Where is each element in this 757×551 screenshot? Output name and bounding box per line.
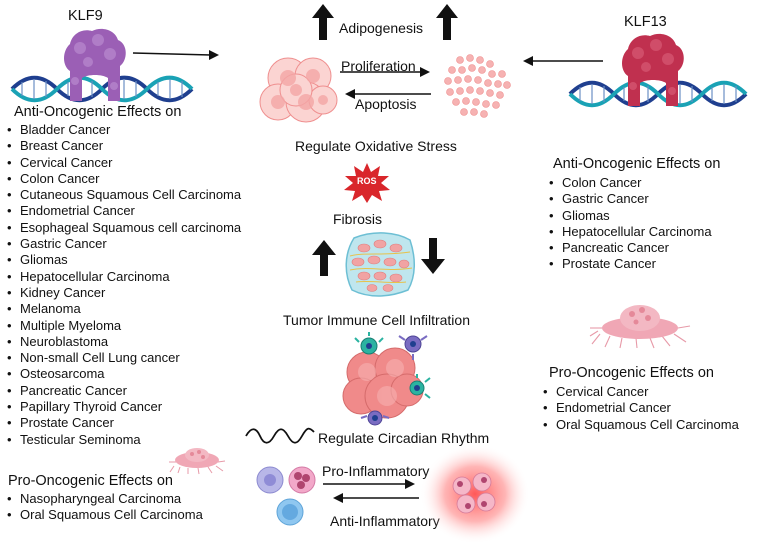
list-item: Gliomas	[4, 252, 241, 269]
adipogenesis-up-arrow-right-icon	[436, 4, 458, 40]
klf13-protein-icon	[622, 33, 684, 106]
list-item: Gastric Cancer	[546, 191, 712, 208]
list-item: Bladder Cancer	[4, 122, 241, 139]
list-item: Hepatocellular Carcinoma	[4, 269, 241, 286]
list-item: Testicular Seminoma	[4, 432, 241, 449]
circadian-wave-icon	[245, 427, 315, 444]
list-item: Esophageal Squamous cell carcinoma	[4, 220, 241, 237]
adipogenesis-label: Adipogenesis	[339, 20, 424, 36]
oxidative-stress-label: Regulate Oxidative Stress	[295, 138, 457, 154]
list-item: Pancreatic Cancer	[4, 383, 241, 400]
ros-label: ROS	[357, 176, 377, 186]
list-item: Cervical Cancer	[4, 155, 241, 172]
anti-inflammatory-label: Anti-Inflammatory	[330, 513, 440, 529]
list-item: Hepatocellular Carcinoma	[546, 224, 712, 241]
list-item: Kidney Cancer	[4, 285, 241, 302]
proliferation-arrow-right	[340, 67, 430, 77]
klf9-protein-icon	[64, 28, 126, 102]
list-item: Melanoma	[4, 301, 241, 318]
klf13-pro-heading: Pro-Oncogenic Effects on	[549, 365, 714, 381]
tumor-immune-cells-icon	[342, 332, 431, 426]
klf13-pro-list: Cervical Cancer Endometrial Cancer Oral …	[540, 384, 739, 433]
anti-inflammatory-arrow-left	[333, 493, 419, 503]
klf13-arrow-left	[523, 56, 603, 66]
klf9-arrow-right	[132, 50, 219, 60]
fibrosis-down-arrow-icon	[421, 238, 445, 274]
inflammation-glow-icon	[420, 444, 530, 544]
pro-inflammatory-label: Pro-Inflammatory	[322, 463, 430, 479]
pro-inflammatory-arrow-right	[323, 479, 415, 489]
cell-cluster-icon	[259, 57, 338, 123]
adipogenesis-up-arrow-left-icon	[312, 4, 334, 40]
list-item: Oral Squamous Cell Carcinoma	[540, 417, 739, 434]
list-item: Prostate Cancer	[546, 256, 712, 273]
list-item: Cutaneous Squamous Cell Carcinoma	[4, 187, 241, 204]
list-item: Non-small Cell Lung cancer	[4, 350, 241, 367]
list-item: Neuroblastoma	[4, 334, 241, 351]
list-item: Osteosarcoma	[4, 366, 241, 383]
apoptosis-arrow-left	[345, 89, 431, 99]
list-item: Colon Cancer	[546, 175, 712, 192]
klf13-anti-list: Colon Cancer Gastric Cancer Gliomas Hepa…	[546, 175, 712, 273]
fibrosis-label: Fibrosis	[333, 211, 383, 227]
list-item: Multiple Myeloma	[4, 318, 241, 335]
apoptosis-label: Apoptosis	[355, 96, 417, 112]
klf9-pro-list: Nasopharyngeal Carcinoma Oral Squamous C…	[4, 491, 203, 524]
klf13-title: KLF13	[624, 14, 667, 30]
fibrosis-up-arrow-icon	[312, 240, 336, 276]
list-item: Papillary Thyroid Cancer	[4, 399, 241, 416]
klf9-pro-heading: Pro-Oncogenic Effects on	[8, 473, 173, 489]
dispersed-cells-icon	[444, 54, 511, 118]
list-item: Gastric Cancer	[4, 236, 241, 253]
klf9-anti-heading: Anti-Oncogenic Effects on	[14, 104, 182, 120]
klf13-anti-heading: Anti-Oncogenic Effects on	[553, 156, 721, 172]
list-item: Gliomas	[546, 208, 712, 225]
list-item: Pancreatic Cancer	[546, 240, 712, 257]
klf9-anti-list: Bladder Cancer Breast Cancer Cervical Ca…	[4, 122, 241, 448]
list-item: Breast Cancer	[4, 138, 241, 155]
circadian-label: Regulate Circadian Rhythm	[318, 430, 490, 446]
klf9-title: KLF9	[68, 8, 103, 24]
ros-starburst-icon	[344, 163, 390, 203]
list-item: Endometrial Cancer	[540, 400, 739, 417]
tumor-icon-small	[169, 448, 226, 475]
proliferation-label: Proliferation	[341, 58, 416, 74]
list-item: Nasopharyngeal Carcinoma	[4, 491, 203, 508]
list-item: Endometrial Cancer	[4, 203, 241, 220]
klf9-dna-icon	[10, 75, 194, 103]
list-item: Colon Cancer	[4, 171, 241, 188]
list-item: Prostate Cancer	[4, 415, 241, 432]
list-item: Oral Squamous Cell Carcinoma	[4, 507, 203, 524]
list-item: Cervical Cancer	[540, 384, 739, 401]
immune-cells-group-icon	[256, 466, 316, 526]
tumor-icon-large	[589, 305, 691, 349]
fibrosis-tissue-icon	[345, 232, 415, 297]
tumor-immune-infiltration-label: Tumor Immune Cell Infiltration	[283, 312, 470, 328]
